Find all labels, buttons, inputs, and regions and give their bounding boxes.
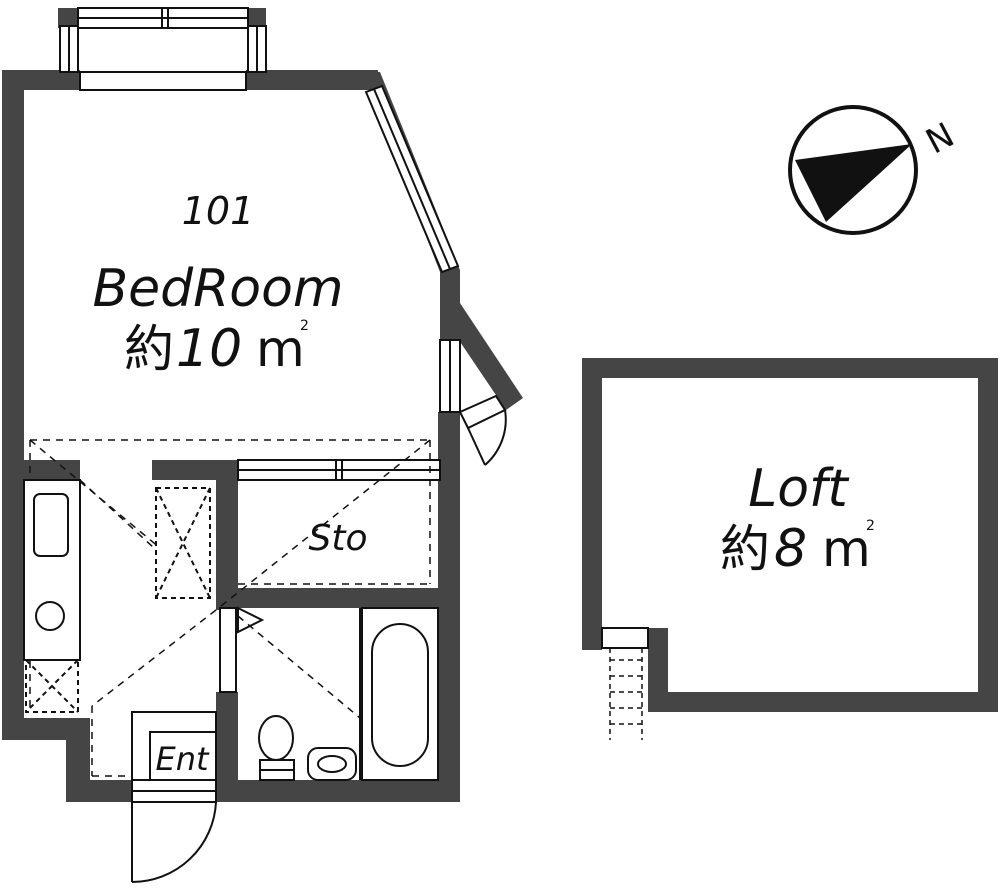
bedroom-top-window xyxy=(79,71,247,91)
side-door xyxy=(458,394,507,466)
bathtub xyxy=(361,607,439,781)
wall-left xyxy=(2,70,24,740)
wall-bottom-right xyxy=(216,780,460,802)
wall-top-right xyxy=(246,70,378,90)
storage-sliding-door xyxy=(237,459,441,481)
stove-burner xyxy=(35,601,65,631)
north-compass: N xyxy=(788,105,961,235)
svg-text:8: 8 xyxy=(774,519,807,579)
entrance xyxy=(131,711,217,884)
loft-wall-left xyxy=(582,358,602,650)
svg-text:2: 2 xyxy=(300,318,309,334)
wash-basin xyxy=(307,747,357,781)
bathtub-inner xyxy=(371,623,429,767)
loft-size: 約 8 m 2 xyxy=(720,518,875,579)
loft-wall-right xyxy=(978,358,998,712)
loft xyxy=(582,358,998,740)
svg-text:m: m xyxy=(256,320,305,378)
svg-text:約: 約 xyxy=(124,320,174,378)
wall-bath-left-lower xyxy=(216,692,238,802)
entrance-label: Ent xyxy=(155,740,210,778)
bath-door xyxy=(219,606,265,693)
washer-space xyxy=(155,487,211,599)
kitchen xyxy=(23,479,211,713)
windows xyxy=(59,7,461,413)
svg-text:10: 10 xyxy=(176,319,242,379)
wall-bottom-left xyxy=(66,780,132,802)
svg-text:約: 約 xyxy=(720,520,770,578)
svg-text:m: m xyxy=(822,520,871,578)
bedroom-size: 約 10 m 2 xyxy=(124,318,309,379)
svg-text:2: 2 xyxy=(866,518,875,534)
loft-wall-top xyxy=(582,358,998,378)
kitchen-counter xyxy=(23,479,81,661)
loft-wall-left-bottom xyxy=(582,630,602,650)
compass-arrow-icon xyxy=(795,144,912,222)
interior-walls xyxy=(22,460,460,802)
fridge-space xyxy=(25,659,79,713)
bathroom xyxy=(258,607,439,781)
bedroom-name: BedRoom xyxy=(92,259,343,319)
wall-interior-left-stub xyxy=(22,460,80,480)
loft-ladder xyxy=(609,648,643,740)
wall-angled-stub xyxy=(444,300,523,410)
compass-label: N xyxy=(920,115,961,162)
unit-number: 101 xyxy=(182,189,255,233)
loft-ladder-opening xyxy=(601,627,649,649)
wall-storage-left xyxy=(216,460,238,610)
balcony-frame-right xyxy=(248,8,266,28)
kitchen-sink xyxy=(33,493,69,557)
balcony-frame-left xyxy=(58,8,78,28)
loft-name: Loft xyxy=(748,459,849,519)
loft-wall-step xyxy=(648,628,668,712)
loft-wall-bottom xyxy=(648,692,998,712)
wall-bath-top xyxy=(216,588,460,608)
storage-label: Sto xyxy=(309,518,368,559)
toilet-bowl xyxy=(258,715,294,761)
